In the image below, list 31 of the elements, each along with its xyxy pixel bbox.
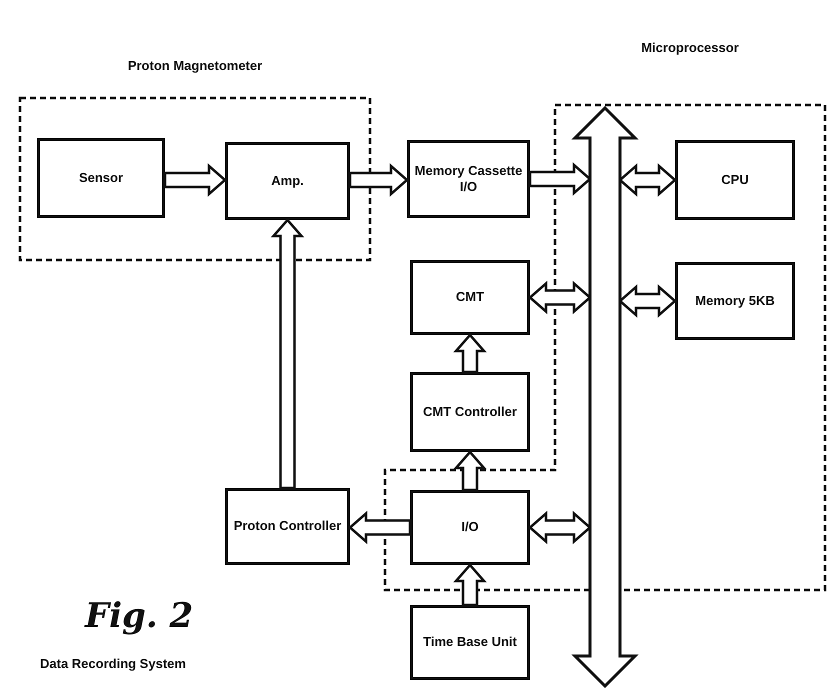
process-box — [225, 488, 350, 565]
box-label: CMT — [456, 289, 484, 306]
box-label: I/O — [461, 519, 479, 536]
process-box — [407, 140, 530, 218]
process-box — [37, 138, 165, 218]
box-label: Time Base Unit — [423, 634, 517, 651]
hollow-arrow — [270, 218, 304, 490]
box-label: Amp. — [271, 172, 304, 190]
hollow-arrow — [453, 333, 487, 374]
hollow-arrow — [164, 163, 227, 197]
box-label: Memory Cassette I/O — [414, 162, 523, 196]
group-heading: Proton Magnetometer — [126, 58, 264, 73]
process-box — [410, 260, 530, 335]
hollow-arrow — [453, 450, 487, 492]
hollow-arrow — [453, 563, 487, 606]
figure-number: Fig. 2 — [85, 596, 194, 636]
process-box — [410, 605, 530, 680]
process-box — [675, 140, 795, 220]
process-box — [675, 262, 795, 340]
process-box — [410, 372, 530, 452]
box-label: Proton Controller — [234, 518, 342, 535]
box-label: Sensor — [78, 170, 124, 186]
hollow-arrow — [348, 510, 412, 544]
box-label: Memory 5KB — [695, 292, 775, 310]
hollow-arrow — [348, 163, 409, 197]
group-heading: Microprocessor — [640, 40, 740, 55]
figure-caption: Data Recording System — [40, 656, 186, 671]
box-label: CPU — [721, 172, 749, 188]
process-box — [410, 490, 530, 565]
box-label: CMT Controller — [423, 404, 517, 420]
process-box — [225, 142, 350, 220]
